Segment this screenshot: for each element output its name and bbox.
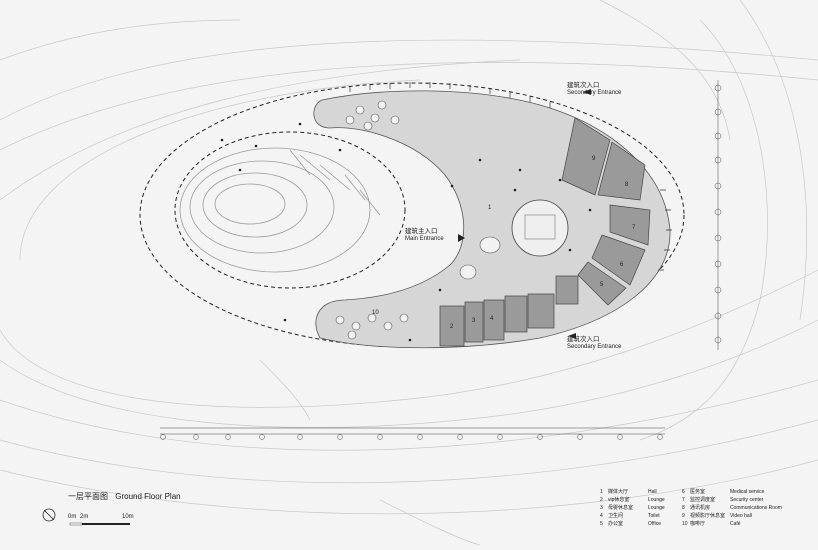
room-number-8: 8 xyxy=(625,182,629,188)
entrance-arrows xyxy=(458,89,591,339)
room-number-1: 1 xyxy=(488,205,492,211)
furniture xyxy=(335,100,501,340)
room-number-4: 4 xyxy=(490,316,494,322)
facade-fins xyxy=(349,82,672,271)
room-number-5: 5 xyxy=(600,282,604,288)
scale-label-0: 0m xyxy=(68,514,77,520)
scale-label-2: 2m xyxy=(80,514,89,520)
room-number-7: 7 xyxy=(632,225,636,231)
service-rooms xyxy=(439,117,651,347)
secondary-entrance-bottom-en: Secondary Entrance xyxy=(567,344,622,350)
room-number-6: 6 xyxy=(620,262,624,268)
main-entrance-cn: 建筑主入口 xyxy=(405,228,438,235)
structural-columns xyxy=(220,122,592,342)
outer-boundary-dashed xyxy=(139,82,685,348)
room-number-2: 2 xyxy=(450,324,454,330)
dimension-line xyxy=(160,427,665,440)
secondary-entrance-bottom-cn: 建筑次入口 xyxy=(567,336,600,343)
title-en: Ground Floor Plan xyxy=(115,492,181,501)
room-number-3: 3 xyxy=(472,318,476,324)
secondary-entrance-top-en: Secondary Entrance xyxy=(567,90,622,96)
room-number-10: 10 xyxy=(372,310,379,316)
secondary-entrance-top-cn: 建筑次入口 xyxy=(567,82,600,89)
main-entrance-en: Main Entrance xyxy=(405,236,444,242)
room-number-9: 9 xyxy=(592,156,596,162)
inner-courtyard xyxy=(174,131,406,289)
drawing-title: 一层平面图 Ground Floor Plan xyxy=(68,491,186,502)
media-platform xyxy=(511,199,569,257)
title-cn: 一层平面图 xyxy=(68,492,108,501)
north-arrow-icon xyxy=(42,508,56,522)
scale-label-10: 10m xyxy=(122,514,134,520)
scale-bar xyxy=(69,522,130,526)
grid-axes-vertical xyxy=(714,80,722,350)
